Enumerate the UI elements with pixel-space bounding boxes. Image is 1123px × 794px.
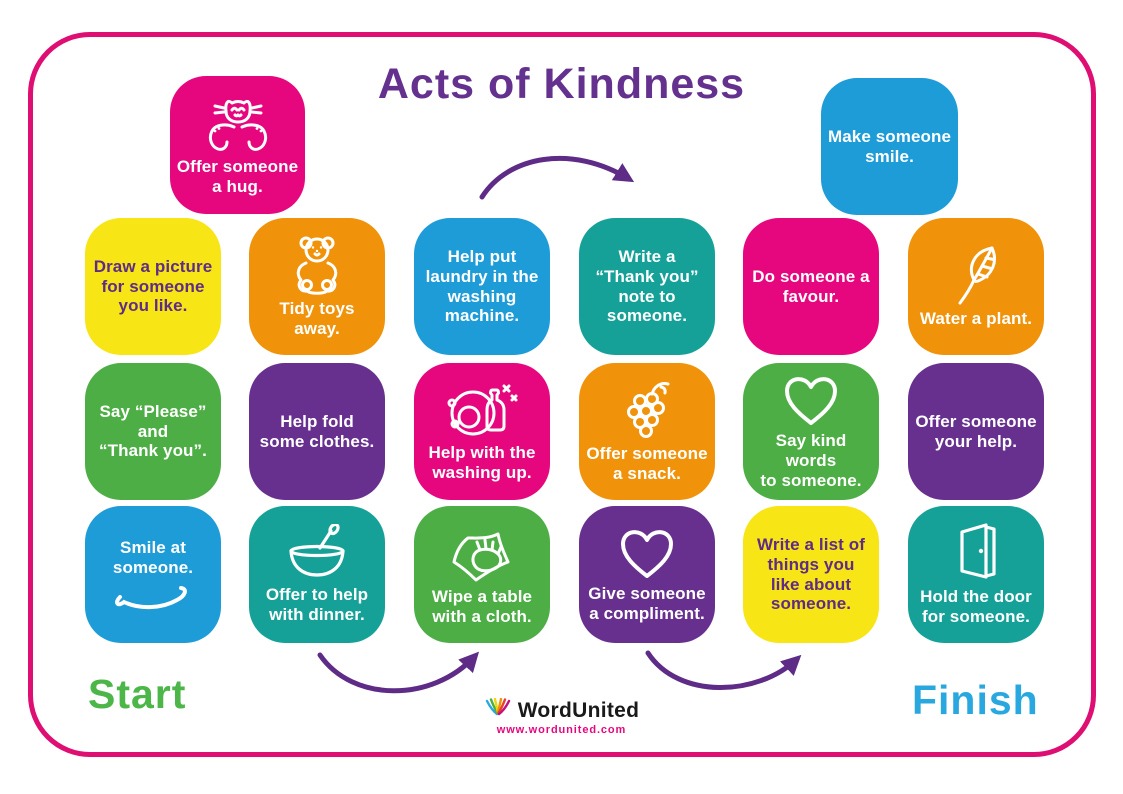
kindness-tile-smile-at-someone: Smile at someone. [85,506,221,643]
tile-label-tidy-toys: Tidy toys away. [279,299,355,338]
logo-text: WordUnited [517,698,640,722]
kindness-tile-laundry: Help put laundry in the washing machine. [414,218,550,355]
cloth-wipe-icon [447,522,517,584]
kindness-tile-please-thank-you: Say “Please” and “Thank you”. [85,363,221,500]
tile-label-wipe-table: Wipe a table with a cloth. [431,587,533,626]
bowl-spoon-icon [283,524,351,582]
tile-label-laundry: Help put laundry in the washing machine. [425,246,539,326]
finish-label: Finish [912,677,1039,723]
logo-row: WordUnited [484,697,640,723]
start-label: Start [88,671,187,717]
smile-icon [111,581,195,611]
tile-label-please-thank-you: Say “Please” and “Thank you”. [99,401,207,461]
tile-label-draw-picture: Draw a picture for someone you like. [93,256,213,316]
grapes-icon [619,379,675,441]
kindness-tile-wipe-table: Wipe a table with a cloth. [414,506,550,643]
tile-label-washing-up: Help with the washing up. [428,443,536,482]
tile-label-water-plant: Water a plant. [919,309,1033,329]
kindness-tile-write-list: Write a list of things you like about so… [743,506,879,643]
tile-label-offer-hug: Offer someone a hug. [176,156,299,196]
kindness-tile-hold-door: Hold the door for someone. [908,506,1044,643]
logo-url: www.wordunited.com [496,724,627,736]
teddy-bear-icon [285,234,349,296]
tile-label-kind-words: Say kind words to someone. [760,431,862,490]
tile-label-make-smile: Make someone smile. [827,126,952,166]
kindness-tile-offer-snack: Offer someone a snack. [579,363,715,500]
tile-label-write-list: Write a list of things you like about so… [757,534,865,614]
kindness-tile-fold-clothes: Help fold some clothes. [249,363,385,500]
leaf-icon [947,244,1005,306]
logo: WordUnited www.wordunited.com [0,697,1123,736]
tile-label-do-favour: Do someone a favour. [752,266,870,306]
wordunited-logo-icon [484,697,512,723]
kindness-tile-offer-help: Offer someone your help. [908,363,1044,500]
kindness-tile-do-favour: Do someone a favour. [743,218,879,355]
tile-label-help-dinner: Offer to help with dinner. [265,585,369,624]
kindness-tile-water-plant: Water a plant. [908,218,1044,355]
kindness-tile-kind-words: Say kind words to someone. [743,363,879,500]
tile-label-compliment: Give someone a compliment. [588,584,706,623]
kindness-tile-offer-hug: Offer someone a hug. [170,76,305,214]
kindness-tile-washing-up: Help with the washing up. [414,363,550,500]
tile-label-fold-clothes: Help fold some clothes. [259,411,375,451]
tile-label-thank-you-note: Write a “Thank you” note to someone. [595,246,699,326]
dishes-icon [444,380,520,440]
door-icon [950,522,1002,584]
kindness-tile-make-smile: Make someone smile. [821,78,958,215]
poster-border [28,32,1096,757]
kindness-tile-tidy-toys: Tidy toys away. [249,218,385,355]
tile-label-offer-help: Offer someone your help. [915,411,1037,451]
kindness-tile-thank-you-note: Write a “Thank you” note to someone. [579,218,715,355]
heart-icon [615,525,679,581]
kindness-tile-help-dinner: Offer to help with dinner. [249,506,385,643]
kindness-tile-compliment: Give someone a compliment. [579,506,715,643]
tile-label-hold-door: Hold the door for someone. [920,587,1032,626]
cat-hug-icon [203,94,273,154]
tile-label-smile-at-someone: Smile at someone. [112,538,194,577]
tile-label-offer-snack: Offer someone a snack. [586,444,708,483]
page-title: Acts of Kindness [377,60,746,108]
kindness-tile-draw-picture: Draw a picture for someone you like. [85,218,221,355]
heart-icon [779,372,843,428]
